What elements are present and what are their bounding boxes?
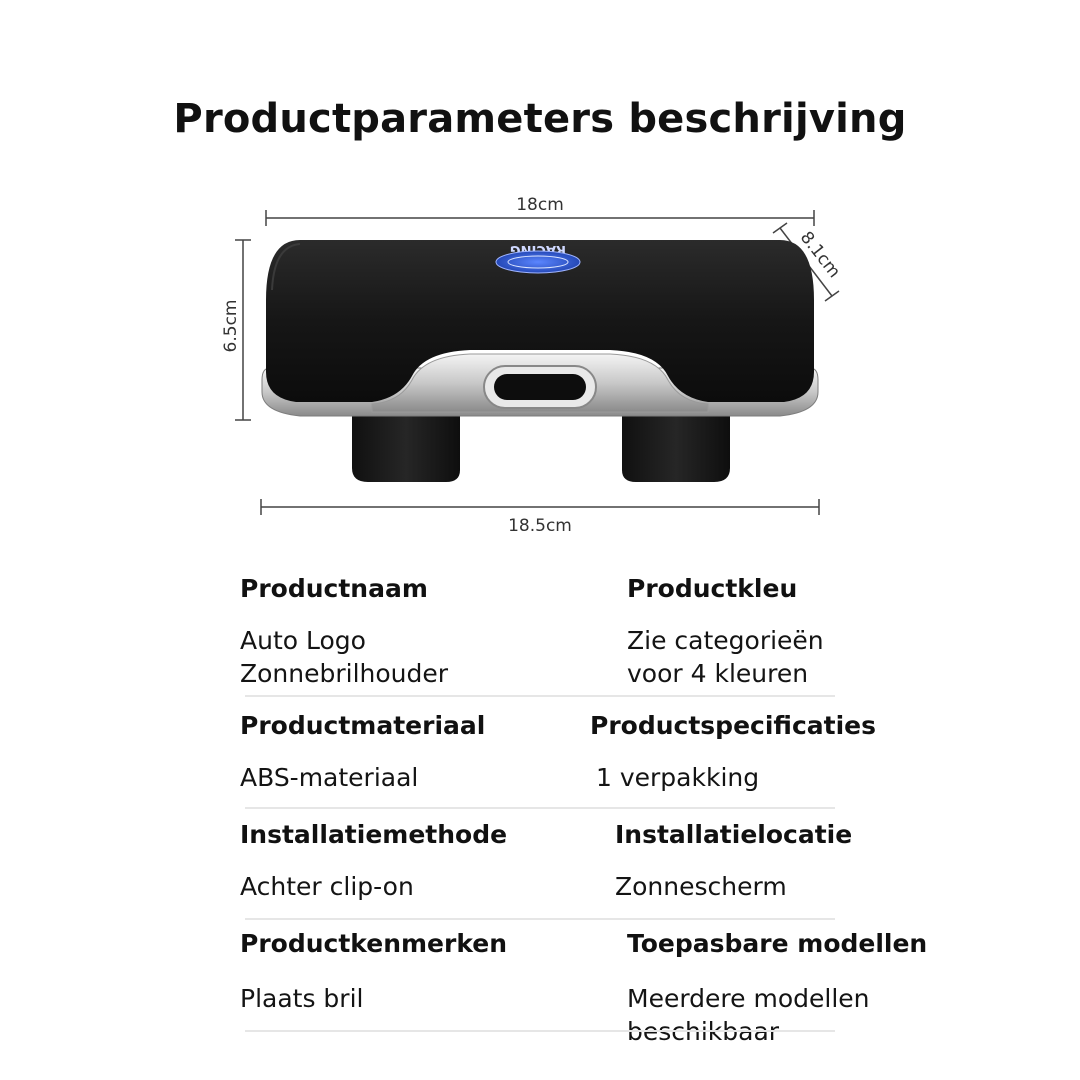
- spec-value-productkleu: Zie categorieën voor 4 kleuren: [627, 626, 824, 688]
- spec-label-toepasbare-modellen: Toepasbare modellen: [627, 929, 928, 958]
- product-figure: 18cm 8.1cm 6.5cm RACING: [221, 195, 844, 536]
- spec-label-productmateriaal: Productmateriaal: [240, 711, 486, 740]
- spec-value-productkenmerken: Plaats bril: [240, 984, 364, 1013]
- spec-label-productkleu: Productkleu: [627, 574, 798, 603]
- spec-value-installatiemethode: Achter clip-on: [240, 872, 414, 901]
- clip-left: [352, 410, 460, 482]
- slot-opening: [483, 365, 597, 409]
- spec-divider: [245, 918, 835, 920]
- dimension-label-width-top: 18cm: [516, 195, 564, 215]
- dimension-width-top: 18cm: [265, 195, 815, 226]
- spec-value-productmateriaal: ABS-materiaal: [240, 763, 419, 792]
- spec-divider: [245, 1030, 835, 1032]
- dimension-width-bottom: 18.5cm: [260, 499, 820, 536]
- page-title: Productparameters beschrijving: [173, 96, 907, 142]
- spec-value-productnaam: Auto Logo Zonnebrilhouder: [240, 626, 449, 688]
- spec-value-toepasbare-modellen: Meerdere modellen beschikbaar: [627, 984, 870, 1046]
- dimension-label-width-bottom: 18.5cm: [508, 516, 572, 536]
- spec-label-productkenmerken: Productkenmerken: [240, 929, 508, 958]
- spec-divider: [245, 807, 835, 809]
- spec-label-productnaam: Productnaam: [240, 574, 428, 603]
- holder-body: [266, 240, 814, 402]
- spec-label-installatiemethode: Installatiemethode: [240, 820, 508, 849]
- spec-label-productspecificaties: Productspecificaties: [590, 711, 876, 740]
- spec-divider: [245, 695, 835, 697]
- dimension-height: 6.5cm: [221, 239, 251, 421]
- dimension-label-height: 6.5cm: [221, 300, 241, 353]
- spec-value-installatielocatie: Zonnescherm: [615, 872, 787, 901]
- clip-right: [622, 410, 730, 482]
- spec-label-installatielocatie: Installatielocatie: [615, 820, 853, 849]
- spec-value-productspecificaties: 1 verpakking: [596, 763, 760, 792]
- logo-badge: RACING: [495, 242, 581, 274]
